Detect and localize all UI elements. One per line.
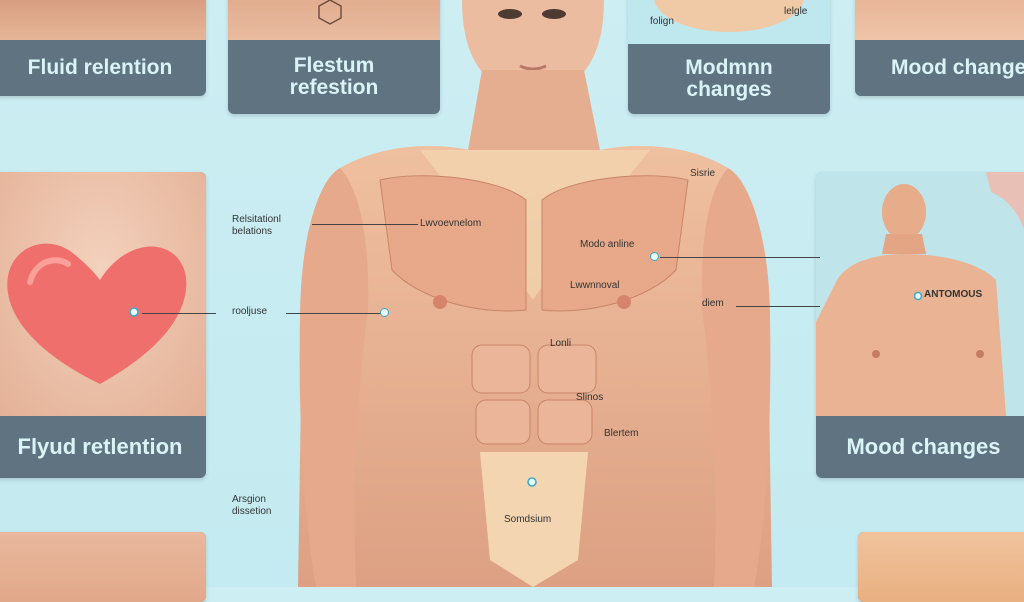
right-arm bbox=[701, 168, 771, 587]
marker-dot bbox=[650, 252, 659, 261]
heart-icon bbox=[7, 243, 187, 384]
panel-caption: Flestum refestion bbox=[289, 53, 379, 99]
leader-line bbox=[312, 224, 418, 225]
heart-image bbox=[0, 172, 206, 416]
marker-dot bbox=[380, 308, 389, 317]
annotation-right-arm: diem bbox=[702, 298, 724, 309]
chest-label: ANTOMOUS bbox=[924, 289, 983, 300]
annotation-lower-left: Arsgion dissetion bbox=[232, 494, 272, 517]
panel-caption: Mood changes bbox=[846, 434, 1001, 460]
annotation-ab-top: Lonli bbox=[550, 338, 572, 349]
annotation-navel-lower: Somdsium bbox=[504, 514, 552, 525]
panel-caption: Modmnn changes bbox=[685, 55, 773, 101]
annotation-left-arm: rooljuse bbox=[232, 306, 268, 317]
panel-modern-changes: folign lelgle Modmnn changes bbox=[628, 0, 830, 114]
leader-line bbox=[736, 306, 820, 307]
annotation-chest-left: Lwvoevnelom bbox=[420, 218, 482, 229]
panel-mood-change-top: Mood change bbox=[855, 0, 1024, 96]
lower-abdomen bbox=[480, 452, 588, 587]
panel-mood-changes: ANTOMOUS Mood changes bbox=[816, 172, 1024, 478]
panel-caption: Flyud retlention bbox=[17, 434, 183, 460]
panel-caption: Mood change bbox=[891, 55, 1024, 79]
annotation-upper-left: Relsitationl belations bbox=[232, 214, 281, 237]
torso-anatomy-figure bbox=[298, 0, 772, 587]
skin-image bbox=[228, 0, 440, 40]
skin-image: folign lelgle bbox=[628, 0, 830, 44]
annotation-chest-right-mid: Lwwnnoval bbox=[570, 280, 620, 291]
panel-fluid-retention-heart: Flyud retlention bbox=[0, 172, 206, 478]
panel-caption: Fluid relention bbox=[27, 55, 173, 79]
annotation-chest-right-top: Modo anline bbox=[580, 239, 635, 250]
torso-figure bbox=[816, 172, 1024, 416]
panel-restorative-reflection: Flestum refestion bbox=[228, 0, 440, 114]
tag-right: lelgle bbox=[784, 6, 808, 17]
skin-image bbox=[855, 0, 1024, 40]
torso-image: ANTOMOUS bbox=[816, 172, 1024, 416]
tag-left: folign bbox=[650, 16, 674, 27]
neck bbox=[468, 70, 600, 150]
annotation-ab-right-top: Slinos bbox=[576, 392, 604, 403]
skin-image bbox=[0, 0, 206, 40]
annotation-shoulder: Sisrie bbox=[690, 168, 716, 179]
molecule-icon bbox=[318, 0, 342, 25]
left-arm bbox=[299, 168, 369, 587]
annotation-ab-right-mid: Blertem bbox=[604, 428, 639, 439]
leader-line bbox=[142, 313, 216, 314]
leader-line bbox=[660, 257, 820, 258]
leader-line bbox=[286, 313, 382, 314]
panel-fluid-retention-top: Fluid relention bbox=[0, 0, 206, 96]
